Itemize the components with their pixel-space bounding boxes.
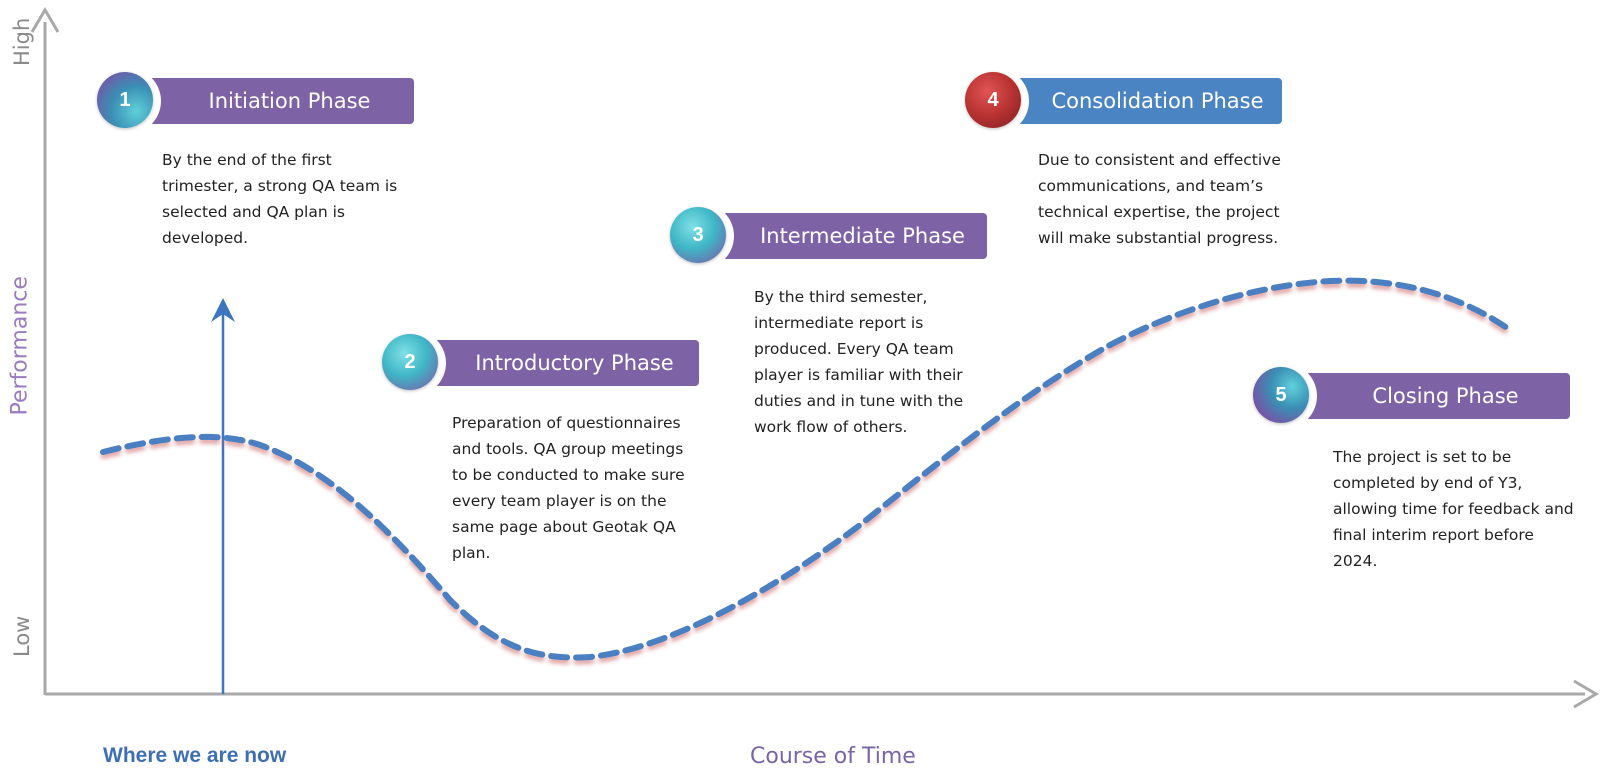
phase-5-number: 5 xyxy=(1275,384,1287,406)
phase-2-circle xyxy=(382,334,438,390)
phase-1-description: By the end of the first trimester, a str… xyxy=(162,151,398,247)
y-axis-arrowhead xyxy=(30,7,60,33)
y-axis-high-label: High xyxy=(10,17,34,66)
phase-2-header: Introductory Phase 2 xyxy=(380,330,700,396)
phase-2-bar: Introductory Phase xyxy=(420,340,699,386)
performance-curve xyxy=(100,277,1513,661)
phase-3-number: 3 xyxy=(692,224,704,246)
phase-5-description: The project is set to be completed by en… xyxy=(1333,448,1574,570)
phase-1-circle xyxy=(97,72,153,128)
phase-2-number: 2 xyxy=(404,351,416,373)
x-axis-arrowhead xyxy=(1573,679,1599,709)
now-marker-label: Where we are now xyxy=(103,744,287,767)
phase-4-title: Consolidation Phase xyxy=(1051,89,1264,113)
phase-4-circle xyxy=(965,72,1021,128)
phase-3-bar: Intermediate Phase xyxy=(708,213,987,259)
phase-4-header: Consolidation Phase 4 xyxy=(963,68,1283,134)
phase-4-description: Due to consistent and effective communic… xyxy=(1038,151,1281,247)
phase-5-bar: Closing Phase xyxy=(1291,373,1570,419)
phase-3-circle xyxy=(670,207,726,263)
phase-3-header: Intermediate Phase 3 xyxy=(668,203,988,269)
phase-2-title: Introductory Phase xyxy=(475,351,674,375)
y-axis-low-label: Low xyxy=(10,615,34,657)
phase-4-number: 4 xyxy=(987,89,999,111)
phase-1-number: 1 xyxy=(119,89,131,111)
phase-1-title: Initiation Phase xyxy=(208,89,371,113)
phase-1-header: Initiation Phase 1 xyxy=(95,68,415,134)
now-marker-arrowhead xyxy=(211,298,235,322)
phase-5-circle xyxy=(1253,367,1309,423)
phase-5-header: Closing Phase 5 xyxy=(1251,363,1571,429)
phase-2-description: Preparation of questionnaires and tools.… xyxy=(452,414,685,562)
phase-5-title: Closing Phase xyxy=(1372,384,1519,408)
y-axis-title: Performance xyxy=(7,276,33,416)
x-axis-title: Course of Time xyxy=(750,744,916,769)
phase-3-description: By the third semester, intermediate repo… xyxy=(754,288,964,436)
performance-curve-shadow xyxy=(100,282,1513,664)
phase-1-bar: Initiation Phase xyxy=(135,78,414,124)
phase-4-bar: Consolidation Phase xyxy=(1003,78,1282,124)
phase-3-title: Intermediate Phase xyxy=(760,224,965,248)
